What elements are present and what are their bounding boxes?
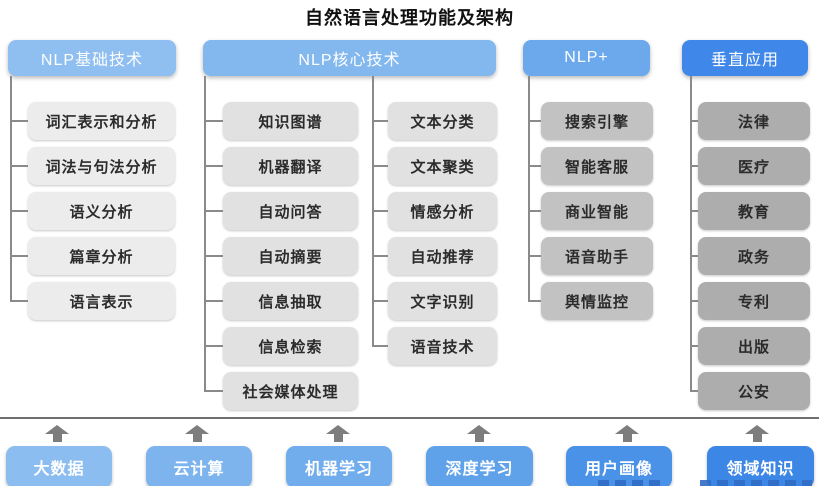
header-vertical-apps: 垂直应用 — [682, 40, 808, 76]
up-arrow-icon — [184, 425, 210, 442]
item-information-retrieval: 信息检索 — [204, 327, 358, 365]
watermark-fragment — [598, 480, 660, 486]
item-semantic-analysis: 语义分析 — [10, 192, 175, 230]
nlp-plus-column: 搜索引擎 智能客服 商业智能 语音助手 舆情监控 — [528, 102, 653, 327]
basic-tech-column: 词汇表示和分析 词法与句法分析 语义分析 篇章分析 语言表示 — [10, 102, 175, 327]
item-question-answering: 自动问答 — [204, 192, 358, 230]
divider-line — [0, 417, 819, 419]
item-ocr: 文字识别 — [372, 282, 497, 320]
up-arrow-icon — [614, 425, 640, 442]
connector-line-basic — [10, 76, 12, 301]
item-auto-summarization: 自动摘要 — [204, 237, 358, 275]
item-smart-customer-service: 智能客服 — [528, 147, 653, 185]
up-arrow-icon — [325, 425, 351, 442]
item-text-classification: 文本分类 — [372, 102, 497, 140]
connector-line-vertical-apps — [690, 76, 692, 391]
item-public-security: 公安 — [690, 372, 810, 410]
vertical-apps-column: 法律 医疗 教育 政务 专利 出版 公安 — [690, 102, 810, 417]
header-nlp-basic-tech: NLP基础技术 — [8, 40, 176, 76]
item-education: 教育 — [690, 192, 810, 230]
page-title: 自然语言处理功能及架构 — [305, 8, 514, 28]
item-information-extraction: 信息抽取 — [204, 282, 358, 320]
foundation-machine-learning: 机器学习 — [286, 446, 392, 486]
item-search-engine: 搜索引擎 — [528, 102, 653, 140]
item-morph-syntax-analysis: 词法与句法分析 — [10, 147, 175, 185]
up-arrow-icon — [466, 425, 492, 442]
item-text-clustering: 文本聚类 — [372, 147, 497, 185]
item-publishing: 出版 — [690, 327, 810, 365]
item-lexical-representation: 词汇表示和分析 — [10, 102, 175, 140]
foundation-user-profiling: 用户画像 — [566, 446, 672, 486]
core-tech-left-column: 知识图谱 机器翻译 自动问答 自动摘要 信息抽取 信息检索 社会媒体处理 — [204, 102, 358, 417]
foundation-deep-learning: 深度学习 — [426, 446, 533, 486]
foundation-domain-knowledge: 领域知识 — [707, 446, 814, 486]
item-speech-technology: 语音技术 — [372, 327, 497, 365]
core-tech-right-column: 文本分类 文本聚类 情感分析 自动推荐 文字识别 语音技术 — [372, 102, 497, 372]
item-patent: 专利 — [690, 282, 810, 320]
up-arrow-icon — [44, 425, 70, 442]
item-social-media-processing: 社会媒体处理 — [204, 372, 358, 410]
item-law: 法律 — [690, 102, 810, 140]
watermark-fragment — [700, 480, 812, 486]
item-voice-assistant: 语音助手 — [528, 237, 653, 275]
item-government: 政务 — [690, 237, 810, 275]
connector-line-core-left — [204, 76, 206, 391]
item-language-representation: 语言表示 — [10, 282, 175, 320]
item-medical: 医疗 — [690, 147, 810, 185]
item-knowledge-graph: 知识图谱 — [204, 102, 358, 140]
connector-line-nlp-plus — [528, 76, 530, 301]
item-sentiment-analysis: 情感分析 — [372, 192, 497, 230]
item-machine-translation: 机器翻译 — [204, 147, 358, 185]
foundation-cloud-computing: 云计算 — [146, 446, 252, 486]
header-nlp-plus: NLP+ — [523, 40, 650, 76]
item-discourse-analysis: 篇章分析 — [10, 237, 175, 275]
item-business-intelligence: 商业智能 — [528, 192, 653, 230]
item-opinion-monitoring: 舆情监控 — [528, 282, 653, 320]
foundation-big-data: 大数据 — [6, 446, 112, 486]
header-nlp-core-tech: NLP核心技术 — [203, 40, 496, 76]
up-arrow-icon — [744, 425, 770, 442]
item-auto-recommendation: 自动推荐 — [372, 237, 497, 275]
